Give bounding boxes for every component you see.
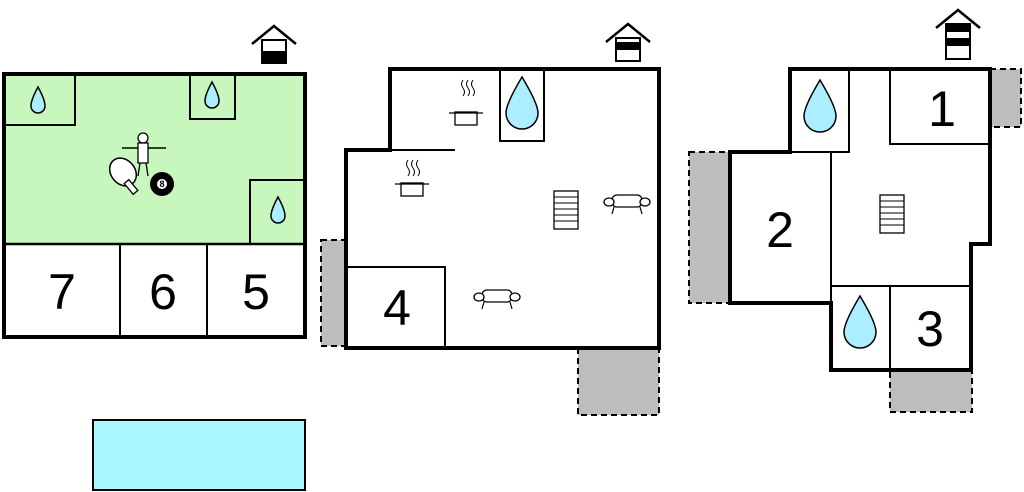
water-drop-icon [204,80,220,109]
room-1-label: 1 [928,81,956,137]
water-drop-icon [803,78,837,133]
room-3-label: 3 [916,301,944,357]
billiard-ball-number: 8 [159,179,164,189]
terrace-upper-bottom [889,369,973,413]
games-room [4,74,305,244]
house-level-basement-icon [251,24,297,64]
swimming-pool [92,419,306,491]
floor-basement: 8 7 6 5 [2,24,307,491]
sofa-icon [473,289,521,310]
terrace-upper-right [989,68,1022,128]
water-drop-icon [843,294,877,349]
room-7-label: 7 [48,264,76,320]
room-4-label: 4 [383,280,411,336]
staircase-icon [553,190,579,230]
house-level-ground-icon [605,22,651,62]
terrace-ground-bottom [577,347,660,416]
water-drop-icon [30,85,46,114]
water-drop-icon [270,195,286,224]
kitchen-pot-icon [395,159,429,197]
bedroom-4 [345,266,446,349]
terrace-upper-left [688,151,731,304]
sofa-icon [603,194,651,215]
bedroom-2 [729,151,832,304]
basement-outer-wall [2,72,307,339]
floor-ground: 4 [320,22,661,416]
bedroom-1 [889,68,991,145]
billiard-ball-icon: 8 [150,172,174,196]
water-drop-icon [505,75,539,130]
room-2-label: 2 [766,202,794,258]
kitchen-pot-icon [449,79,483,126]
floor-upper: 1 2 3 [688,8,1022,413]
terrace-ground-left [320,239,347,347]
bedroom-3 [889,285,972,371]
room-5-label: 5 [242,264,270,320]
room-6-label: 6 [149,264,177,320]
table-football-icon [122,132,166,177]
staircase-icon [879,194,905,234]
house-level-upper-icon [935,8,981,60]
table-tennis-icon [108,157,139,196]
bathroom-ground [499,68,545,142]
